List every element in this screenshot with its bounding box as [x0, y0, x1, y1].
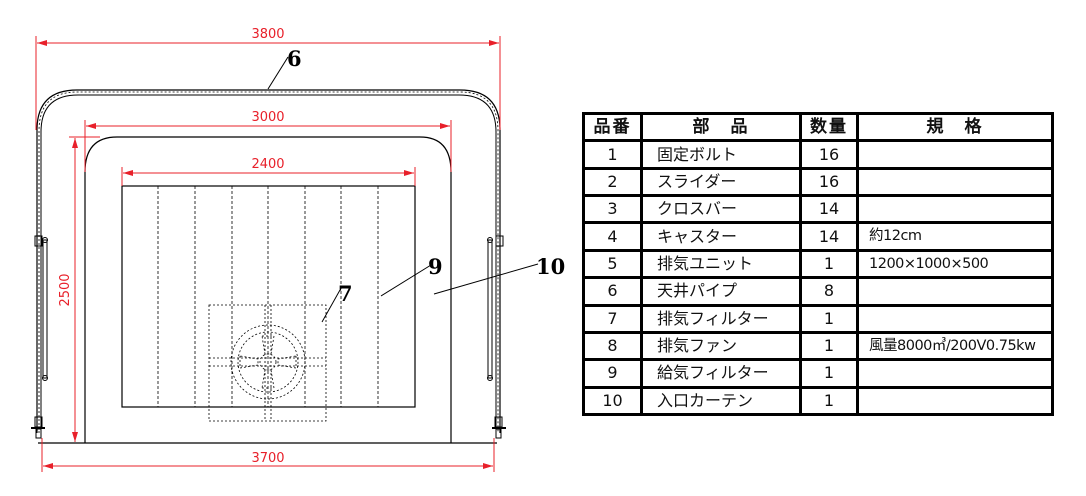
inner-frame [84, 136, 452, 443]
row-part: 排気フィルター [643, 306, 799, 331]
row-item-no: 5 [585, 251, 640, 277]
dimension-2500: 2500 [58, 136, 100, 442]
row-part: 固定ボルト [643, 142, 799, 167]
row-qty: 1 [802, 361, 856, 386]
svg-text:3700: 3700 [251, 451, 284, 466]
row-qty: 16 [802, 142, 856, 167]
row-part: 入口カーテン [643, 388, 799, 413]
row-spec [859, 306, 1051, 331]
row-spec [859, 169, 1051, 195]
row-item-no: 8 [585, 333, 640, 359]
header-part: 部 品 [643, 115, 799, 140]
side-rail-left [31, 235, 48, 439]
row-item-no: 9 [585, 361, 640, 386]
side-rail-right [487, 235, 506, 439]
row-item-no: 2 [585, 169, 640, 195]
row-qty: 8 [802, 279, 856, 304]
row-spec [859, 361, 1051, 386]
svg-text:3800: 3800 [251, 27, 284, 42]
svg-text:3000: 3000 [251, 110, 284, 125]
row-qty: 1 [802, 251, 856, 277]
supply-filter [121, 185, 416, 408]
row-part: キャスター [643, 224, 799, 249]
row-qty: 14 [802, 197, 856, 222]
header-spec: 規 格 [859, 115, 1051, 140]
callout-7: 7 [321, 281, 353, 323]
dimension-2400: 2400 [121, 157, 416, 186]
dimension-3000: 3000 [84, 110, 452, 172]
svg-text:7: 7 [338, 281, 353, 306]
dimension-3800: 3800 [35, 27, 501, 130]
row-qty: 16 [802, 169, 856, 195]
row-qty: 1 [802, 306, 856, 331]
svg-text:6: 6 [287, 46, 302, 71]
svg-text:2400: 2400 [251, 157, 284, 172]
ceiling-pipe [36, 89, 501, 433]
header-qty: 数量 [802, 115, 856, 140]
row-part: 排気ファン [643, 333, 799, 359]
row-item-no: 6 [585, 279, 640, 304]
row-item-no: 1 [585, 142, 640, 167]
row-spec [859, 279, 1051, 304]
row-qty: 14 [802, 224, 856, 249]
row-spec [859, 197, 1051, 222]
row-spec: 1200×1000×500 [859, 251, 1051, 277]
svg-text:2500: 2500 [58, 273, 73, 306]
callout-10: 10 [433, 254, 565, 295]
row-item-no: 10 [585, 388, 640, 413]
svg-text:10: 10 [536, 254, 565, 279]
row-spec [859, 388, 1051, 413]
row-part: 天井パイプ [643, 279, 799, 304]
svg-text:9: 9 [428, 254, 443, 279]
booth-front-view-drawing: 3800 3000 2400 2500 3700 6 7 9 10 [31, 27, 565, 472]
callout-9: 9 [380, 254, 443, 297]
dimension-3700: 3700 [41, 438, 495, 472]
row-item-no: 7 [585, 306, 640, 331]
exhaust-unit [208, 304, 327, 422]
row-part: クロスバー [643, 197, 799, 222]
callout-6: 6 [267, 46, 302, 90]
row-item-no: 4 [585, 224, 640, 249]
row-spec [859, 142, 1051, 167]
row-spec: 約12cm [859, 224, 1051, 249]
row-part: 排気ユニット [643, 251, 799, 277]
row-part: 給気フィルター [643, 361, 799, 386]
row-spec: 風量8000㎥/200V0.75kw [859, 333, 1051, 359]
row-qty: 1 [802, 333, 856, 359]
row-part: スライダー [643, 169, 799, 195]
header-item-no: 品番 [585, 115, 640, 140]
row-qty: 1 [802, 388, 856, 413]
row-item-no: 3 [585, 197, 640, 222]
